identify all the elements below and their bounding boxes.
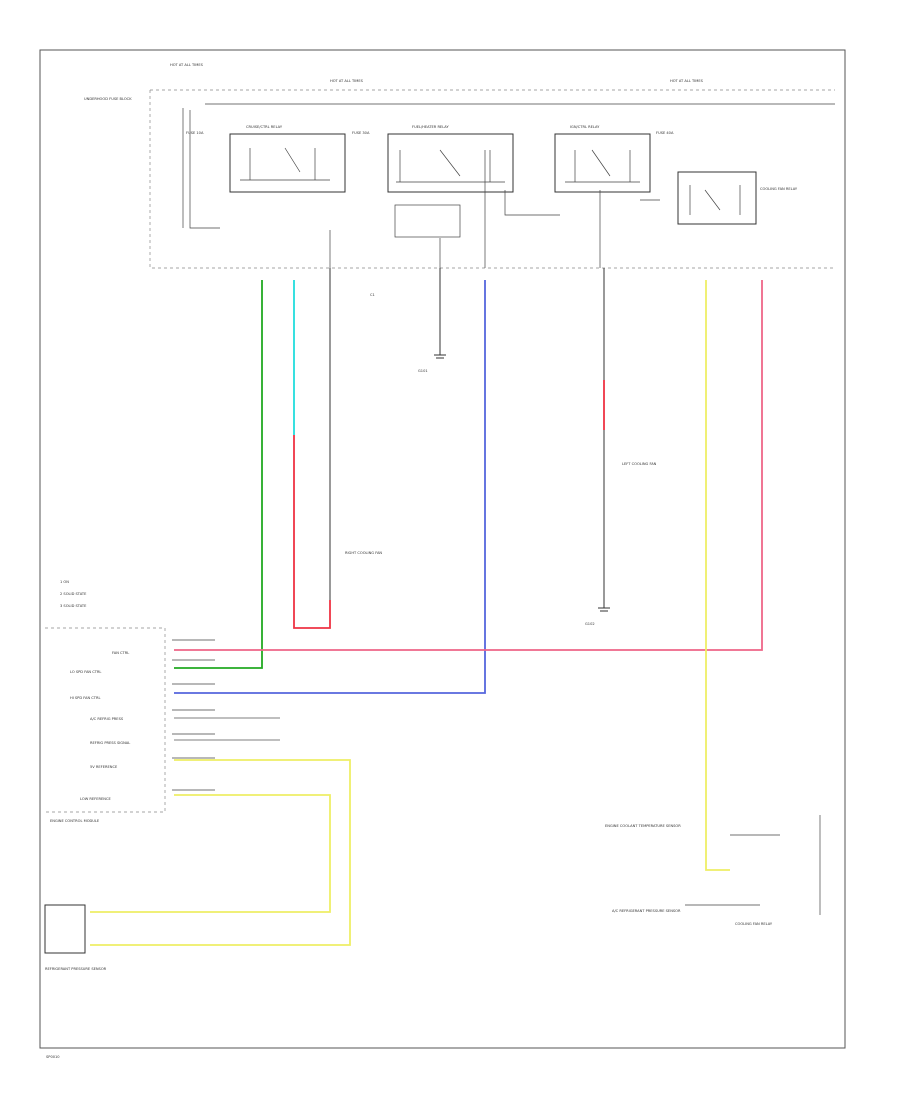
svg-text:CRUISE/CTRL RELAY: CRUISE/CTRL RELAY — [246, 125, 283, 129]
ground-a-symbol — [434, 268, 446, 359]
relay-right: IGN/CTRL RELAY — [554, 125, 651, 193]
relay-far-right: COOLING FAN RELAY — [677, 171, 798, 225]
top-label-left: HOT AT ALL TIMES — [170, 63, 204, 67]
svg-text:IGN/CTRL RELAY: IGN/CTRL RELAY — [570, 125, 600, 129]
wire-blue — [174, 280, 486, 694]
fuse-c-label: FUSE 40A — [656, 131, 674, 135]
fuse-a-label: FUSE 10A — [186, 131, 204, 135]
svg-text:COOLING FAN RELAY: COOLING FAN RELAY — [760, 187, 798, 191]
sensor-right-label-a: ENGINE COOLANT TEMPERATURE SENSOR — [605, 824, 681, 828]
ecm-row-5: REFRIG PRESS SIGNAL — [90, 741, 130, 745]
connector-label-c1: C1 — [370, 293, 375, 297]
ecm-rows: FAN CTRL LO SPD FAN CTRL HI SPD FAN CTRL… — [70, 651, 130, 801]
ground-b-label: G102 — [585, 622, 595, 626]
diagram-frame — [39, 49, 846, 1049]
sensor-left-label: REFRIGERANT PRESSURE SENSOR — [45, 967, 107, 971]
legend-item-2: 2 SOLID STATE — [60, 592, 87, 596]
footer-code: SP0010 — [46, 1055, 60, 1059]
top-label-right: HOT AT ALL TIMES — [670, 79, 704, 83]
left-cooling-fan-label: LEFT COOLING FAN — [622, 462, 657, 466]
legend-item-3: 3 SOLID STATE — [60, 604, 87, 608]
ecm-label: ENGINE CONTROL MODULE — [50, 819, 100, 823]
ecm-row-7: LOW REFERENCE — [80, 797, 111, 801]
sensor-right-label-b: A/C REFRIGERANT PRESSURE SENSOR — [612, 909, 681, 913]
relay-left: CRUISE/CTRL RELAY — [229, 125, 346, 193]
sensor-right-label-c: COOLING FAN RELAY — [735, 922, 773, 926]
ecm-row-2: LO SPD FAN CTRL — [70, 670, 101, 674]
ecm-row-4: A/C REFRIG PRESS — [90, 717, 124, 721]
svg-text:FUEL/HEATER RELAY: FUEL/HEATER RELAY — [412, 125, 449, 129]
ecm-row-1: FAN CTRL — [112, 651, 129, 655]
wire-green — [174, 280, 263, 669]
sensor-right-line — [685, 834, 780, 906]
wire-yellow-ecm-a — [90, 759, 351, 946]
right-cooling-fan-label: RIGHT COOLING FAN — [345, 551, 382, 555]
top-label-mid: HOT AT ALL TIMES — [330, 79, 364, 83]
wire-yellow-ecm-b — [90, 794, 331, 913]
top-bus-line-2 — [189, 110, 220, 229]
fuse-b-label: FUSE 30A — [352, 131, 370, 135]
sensor-left-box — [44, 904, 86, 954]
ground-a-label: G101 — [418, 369, 428, 373]
legend-item-1: 1 ON — [60, 580, 69, 584]
fuse-block-label: UNDERHOOD FUSE BLOCK — [84, 97, 132, 101]
ecm-row-6: 5V REFERENCE — [90, 765, 118, 769]
relay-mid: FUEL/HEATER RELAY — [387, 125, 514, 238]
fuse-block-outline — [149, 89, 835, 269]
ecm-pins — [172, 639, 215, 791]
ecm-row-3: HI SPD FAN CTRL — [70, 696, 101, 700]
ground-b-symbol — [598, 530, 610, 612]
wire-pink — [174, 280, 763, 651]
internal-wiring — [182, 108, 660, 268]
wire-yellow-right — [705, 280, 730, 871]
wire-red — [293, 435, 331, 629]
ecm-outline — [45, 627, 166, 813]
